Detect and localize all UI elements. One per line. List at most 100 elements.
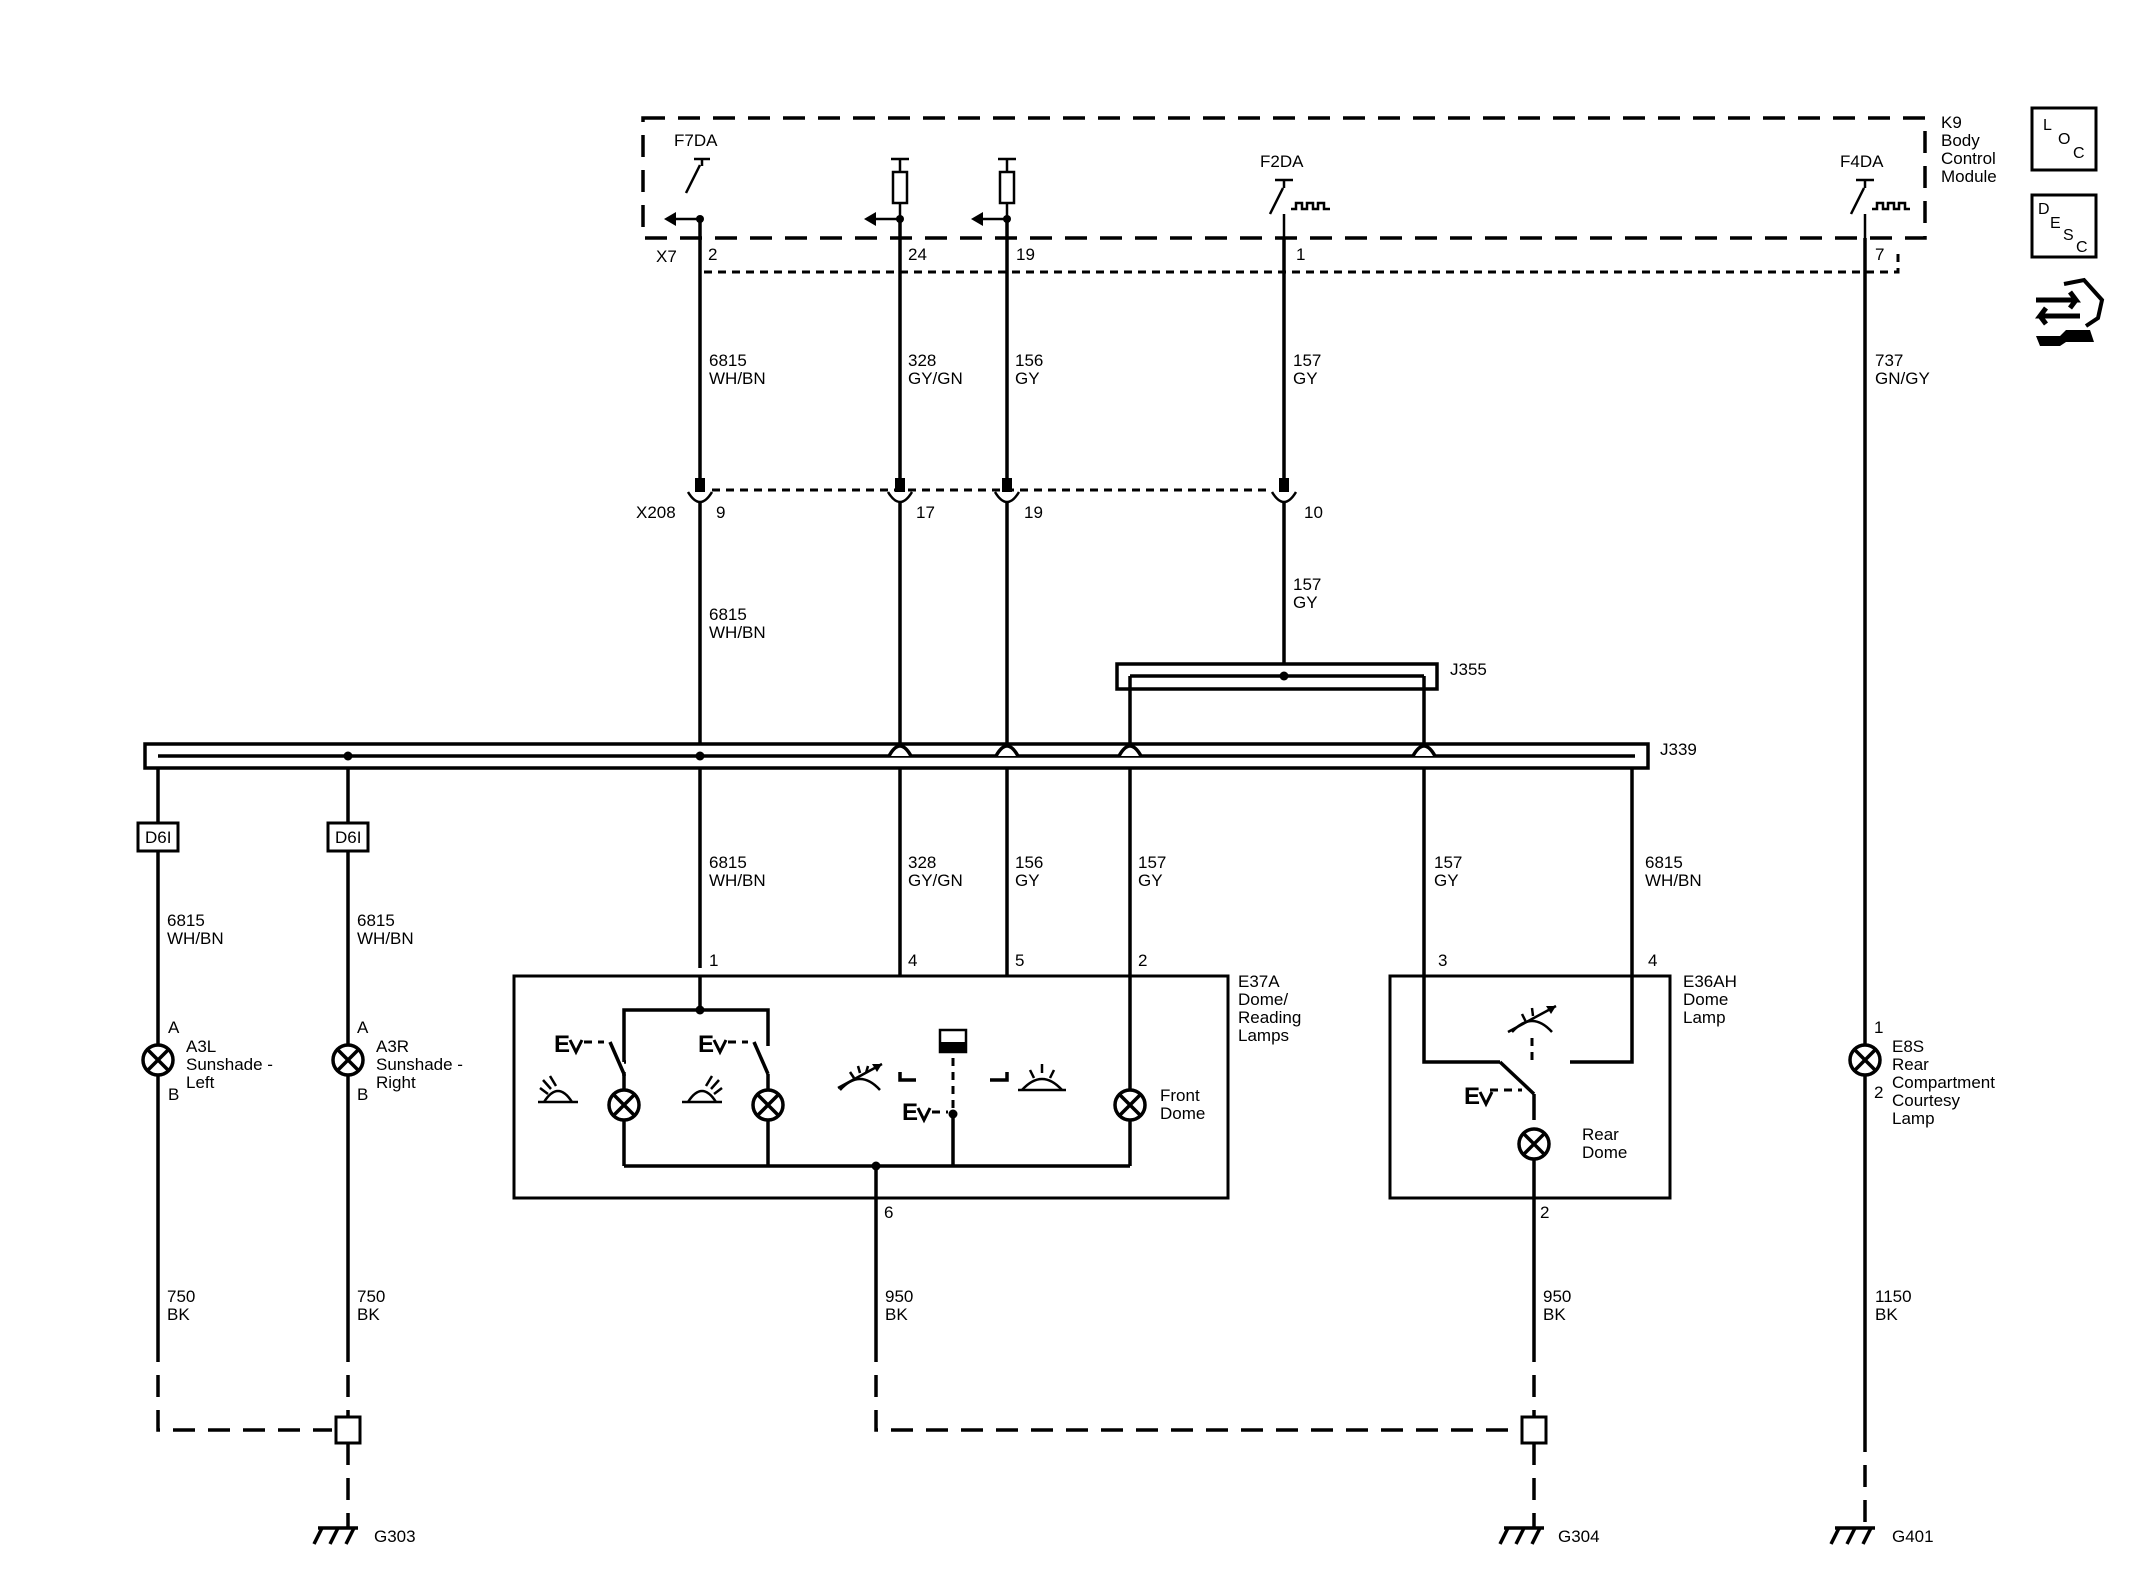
connector-tool-icon[interactable]	[2035, 277, 2105, 346]
j355-splice: J355	[1115, 660, 1487, 745]
g304-label: G304	[1558, 1527, 1600, 1546]
left-reading-lamp-icon	[607, 1088, 641, 1122]
desc-letter-e: E	[2050, 215, 2061, 232]
desc-letter-d: D	[2038, 201, 2050, 218]
g401-label: G401	[1892, 1527, 1934, 1546]
e37a-label-2: Reading	[1238, 1008, 1301, 1027]
rear-dimmer-icon	[1507, 1004, 1557, 1060]
wire-750-num-a: 750	[167, 1287, 195, 1306]
resistor-19-icon	[971, 157, 1016, 226]
wire-156-num-b: 156	[1015, 853, 1043, 872]
g304-splice	[1520, 1415, 1548, 1445]
x208-label: X208	[636, 503, 676, 522]
door-switch-icon	[938, 1028, 968, 1119]
e37a-pin-1: 1	[709, 951, 718, 970]
wire-157-color-d: GY	[1434, 871, 1459, 890]
e37a-code: E37A	[1238, 972, 1280, 991]
k9-label-1: Body	[1941, 131, 1980, 150]
wire-157-color-a: GY	[1293, 369, 1318, 388]
e36ah-box	[1388, 974, 1672, 1200]
a3l-lamp-icon	[141, 1043, 175, 1077]
wire-6815-color-d: WH/BN	[357, 929, 414, 948]
e37a-pin-6: 6	[884, 1203, 893, 1222]
wire-950-color-b: BK	[1543, 1305, 1566, 1324]
wire-328-num-b: 328	[908, 853, 936, 872]
x7-connector-label: X7	[656, 247, 677, 266]
e8s-pin-1: 1	[1874, 1018, 1883, 1037]
wire-6815-num-a: 6815	[709, 351, 747, 370]
j339-label: J339	[1660, 740, 1697, 759]
wire-156-num-a: 156	[1015, 351, 1043, 370]
dimmer-left-icon	[837, 1062, 883, 1091]
upper-wires: 6815 WH/BN 328 GY/GN 156 GY 157 GY 737 G…	[698, 219, 1930, 1430]
e37a-box	[512, 974, 1230, 1200]
wire-950-num-a: 950	[885, 1287, 913, 1306]
wire-328-num-a: 328	[908, 351, 936, 370]
front-dome-lamp-icon	[1113, 1088, 1147, 1122]
wire-950-color-a: BK	[885, 1305, 908, 1324]
wire-1150-num: 1150	[1875, 1287, 1912, 1306]
wire-157-num-c: 157	[1138, 853, 1166, 872]
e37a-pin-2: 2	[1138, 951, 1147, 970]
d6i-left-label: D6I	[145, 828, 171, 847]
loc-icon[interactable]: L O C	[2030, 106, 2098, 172]
a3r-sunshade-right-lamp: A B A3R Sunshade - Right	[331, 1018, 463, 1104]
wire-1150-color: BK	[1875, 1305, 1898, 1324]
x208-pin-10: 10	[1304, 503, 1323, 522]
k9-pin-19: 19	[1016, 245, 1035, 264]
k9-pin-1: 1	[1296, 245, 1305, 264]
f2da-switch-icon	[1268, 178, 1330, 238]
e8s-label-2: Compartment	[1892, 1073, 1995, 1092]
e37a-dome-reading-lamps: E37A Dome/ Reading Lamps 1 4 5 2 6	[512, 951, 1301, 1340]
e36ah-pin-4: 4	[1648, 951, 1657, 970]
f4da-label: F4DA	[1840, 152, 1884, 171]
a3r-pin-b: B	[357, 1085, 368, 1104]
d6i-right-diode	[326, 821, 370, 853]
wire-737-color: GN/GY	[1875, 369, 1930, 388]
wire-750-num-b: 750	[357, 1287, 385, 1306]
desc-icon[interactable]: D E S C	[2030, 193, 2098, 259]
wire-737-num: 737	[1875, 351, 1903, 370]
rear-dome-label-1: Rear	[1582, 1125, 1619, 1144]
j355-label: J355	[1450, 660, 1487, 679]
wire-950-num-b: 950	[1543, 1287, 1571, 1306]
e36ah-pin-3: 3	[1438, 951, 1447, 970]
x208-pin-9: 9	[716, 503, 725, 522]
wire-6815-num-d: 6815	[357, 911, 395, 930]
e37a-label-1: Dome/	[1238, 990, 1288, 1009]
e36ah-code: E36AH	[1683, 972, 1737, 991]
a3r-label-2: Right	[376, 1073, 416, 1092]
e37a-pin-5: 5	[1015, 951, 1024, 970]
desc-letter-c: C	[2076, 239, 2088, 256]
f2da-label: F2DA	[1260, 152, 1304, 171]
x208-pin-17: 17	[916, 503, 935, 522]
wire-750-color-b: BK	[357, 1305, 380, 1324]
e8s-label-3: Courtesy	[1892, 1091, 1961, 1110]
x7-connector-outline	[698, 248, 1900, 274]
desc-letter-s: S	[2063, 227, 2074, 244]
f4da-switch-icon	[1849, 178, 1910, 238]
a3l-code: A3L	[186, 1037, 216, 1056]
wire-157-num-d: 157	[1434, 853, 1462, 872]
g303-splice	[334, 1415, 362, 1445]
e36ah-pin-2: 2	[1540, 1203, 1549, 1222]
wire-156-color-b: GY	[1015, 871, 1040, 890]
d6i-right-label: D6I	[335, 828, 361, 847]
e37a-pin-4: 4	[908, 951, 917, 970]
a3r-lamp-icon	[331, 1043, 365, 1077]
a3r-pin-a: A	[357, 1018, 369, 1037]
e36ah-dome-lamp: E36AH Dome Lamp 3 4 2 Rear Dome	[1388, 951, 1737, 1340]
wire-6815-color-a: WH/BN	[709, 369, 766, 388]
loc-letter-o: O	[2058, 131, 2070, 148]
a3l-pin-b: B	[168, 1085, 179, 1104]
e8s-rear-compartment-lamp: 1 2 E8S Rear Compartment Courtesy Lamp	[1848, 1018, 1995, 1128]
front-dome-label-2: Dome	[1160, 1104, 1205, 1123]
rear-dome-lamp-icon	[1517, 1127, 1551, 1161]
x208-connector: X208 9 17 19 10	[636, 478, 1323, 522]
wire-6815-color-c: WH/BN	[167, 929, 224, 948]
a3l-label-2: Left	[186, 1073, 215, 1092]
e8s-pin-2: 2	[1874, 1083, 1883, 1102]
a3l-sunshade-left-lamp: A B A3L Sunshade - Left	[141, 1018, 273, 1104]
e36ah-label-2: Lamp	[1683, 1008, 1726, 1027]
g401-ground-icon	[1829, 1526, 1877, 1546]
